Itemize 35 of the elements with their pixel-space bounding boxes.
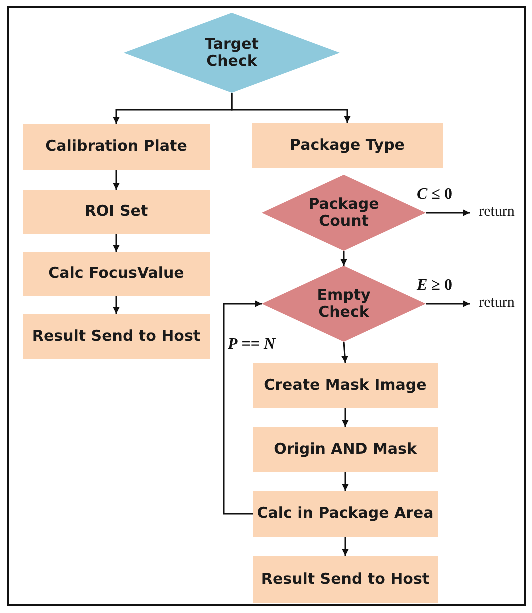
- process-box: [252, 123, 443, 168]
- node-label: Target Check: [204, 36, 260, 70]
- process-box: [23, 314, 210, 359]
- arrow: [113, 170, 120, 190]
- node-label: Package Count: [308, 196, 380, 230]
- node-label: Calibration Plate: [46, 138, 188, 156]
- node-label: Origin AND Mask: [274, 440, 417, 458]
- arrow: [342, 537, 349, 556]
- process-box: [23, 124, 210, 170]
- process-box: [253, 556, 438, 603]
- node-label: Calc FocusValue: [48, 265, 184, 283]
- terminal-text: return: [479, 295, 515, 313]
- node-label: Create Mask Image: [264, 376, 427, 394]
- arrow: [340, 251, 348, 266]
- process-box: [253, 363, 438, 408]
- arrow: [113, 296, 120, 314]
- arrow: [113, 234, 120, 252]
- node-label: Result Send to Host: [261, 570, 430, 588]
- arrow: [342, 408, 349, 427]
- process-box: [23, 252, 210, 296]
- arrow: [342, 472, 349, 491]
- node-label: Calc in Package Area: [257, 505, 434, 523]
- arrow: [223, 300, 262, 515]
- node-label: Empty Check: [316, 286, 372, 322]
- process-box: [253, 491, 438, 537]
- arrow: [426, 300, 470, 308]
- node-label: ROI Set: [84, 203, 148, 221]
- node-label: Package Type: [290, 136, 405, 154]
- arrow: [231, 93, 351, 123]
- terminal-text: return: [479, 204, 515, 222]
- process-box: [253, 427, 438, 472]
- arrow: [426, 210, 470, 216]
- process-box: [23, 190, 210, 234]
- node-label: Result Send to Host: [32, 328, 201, 346]
- arrow: [342, 342, 348, 364]
